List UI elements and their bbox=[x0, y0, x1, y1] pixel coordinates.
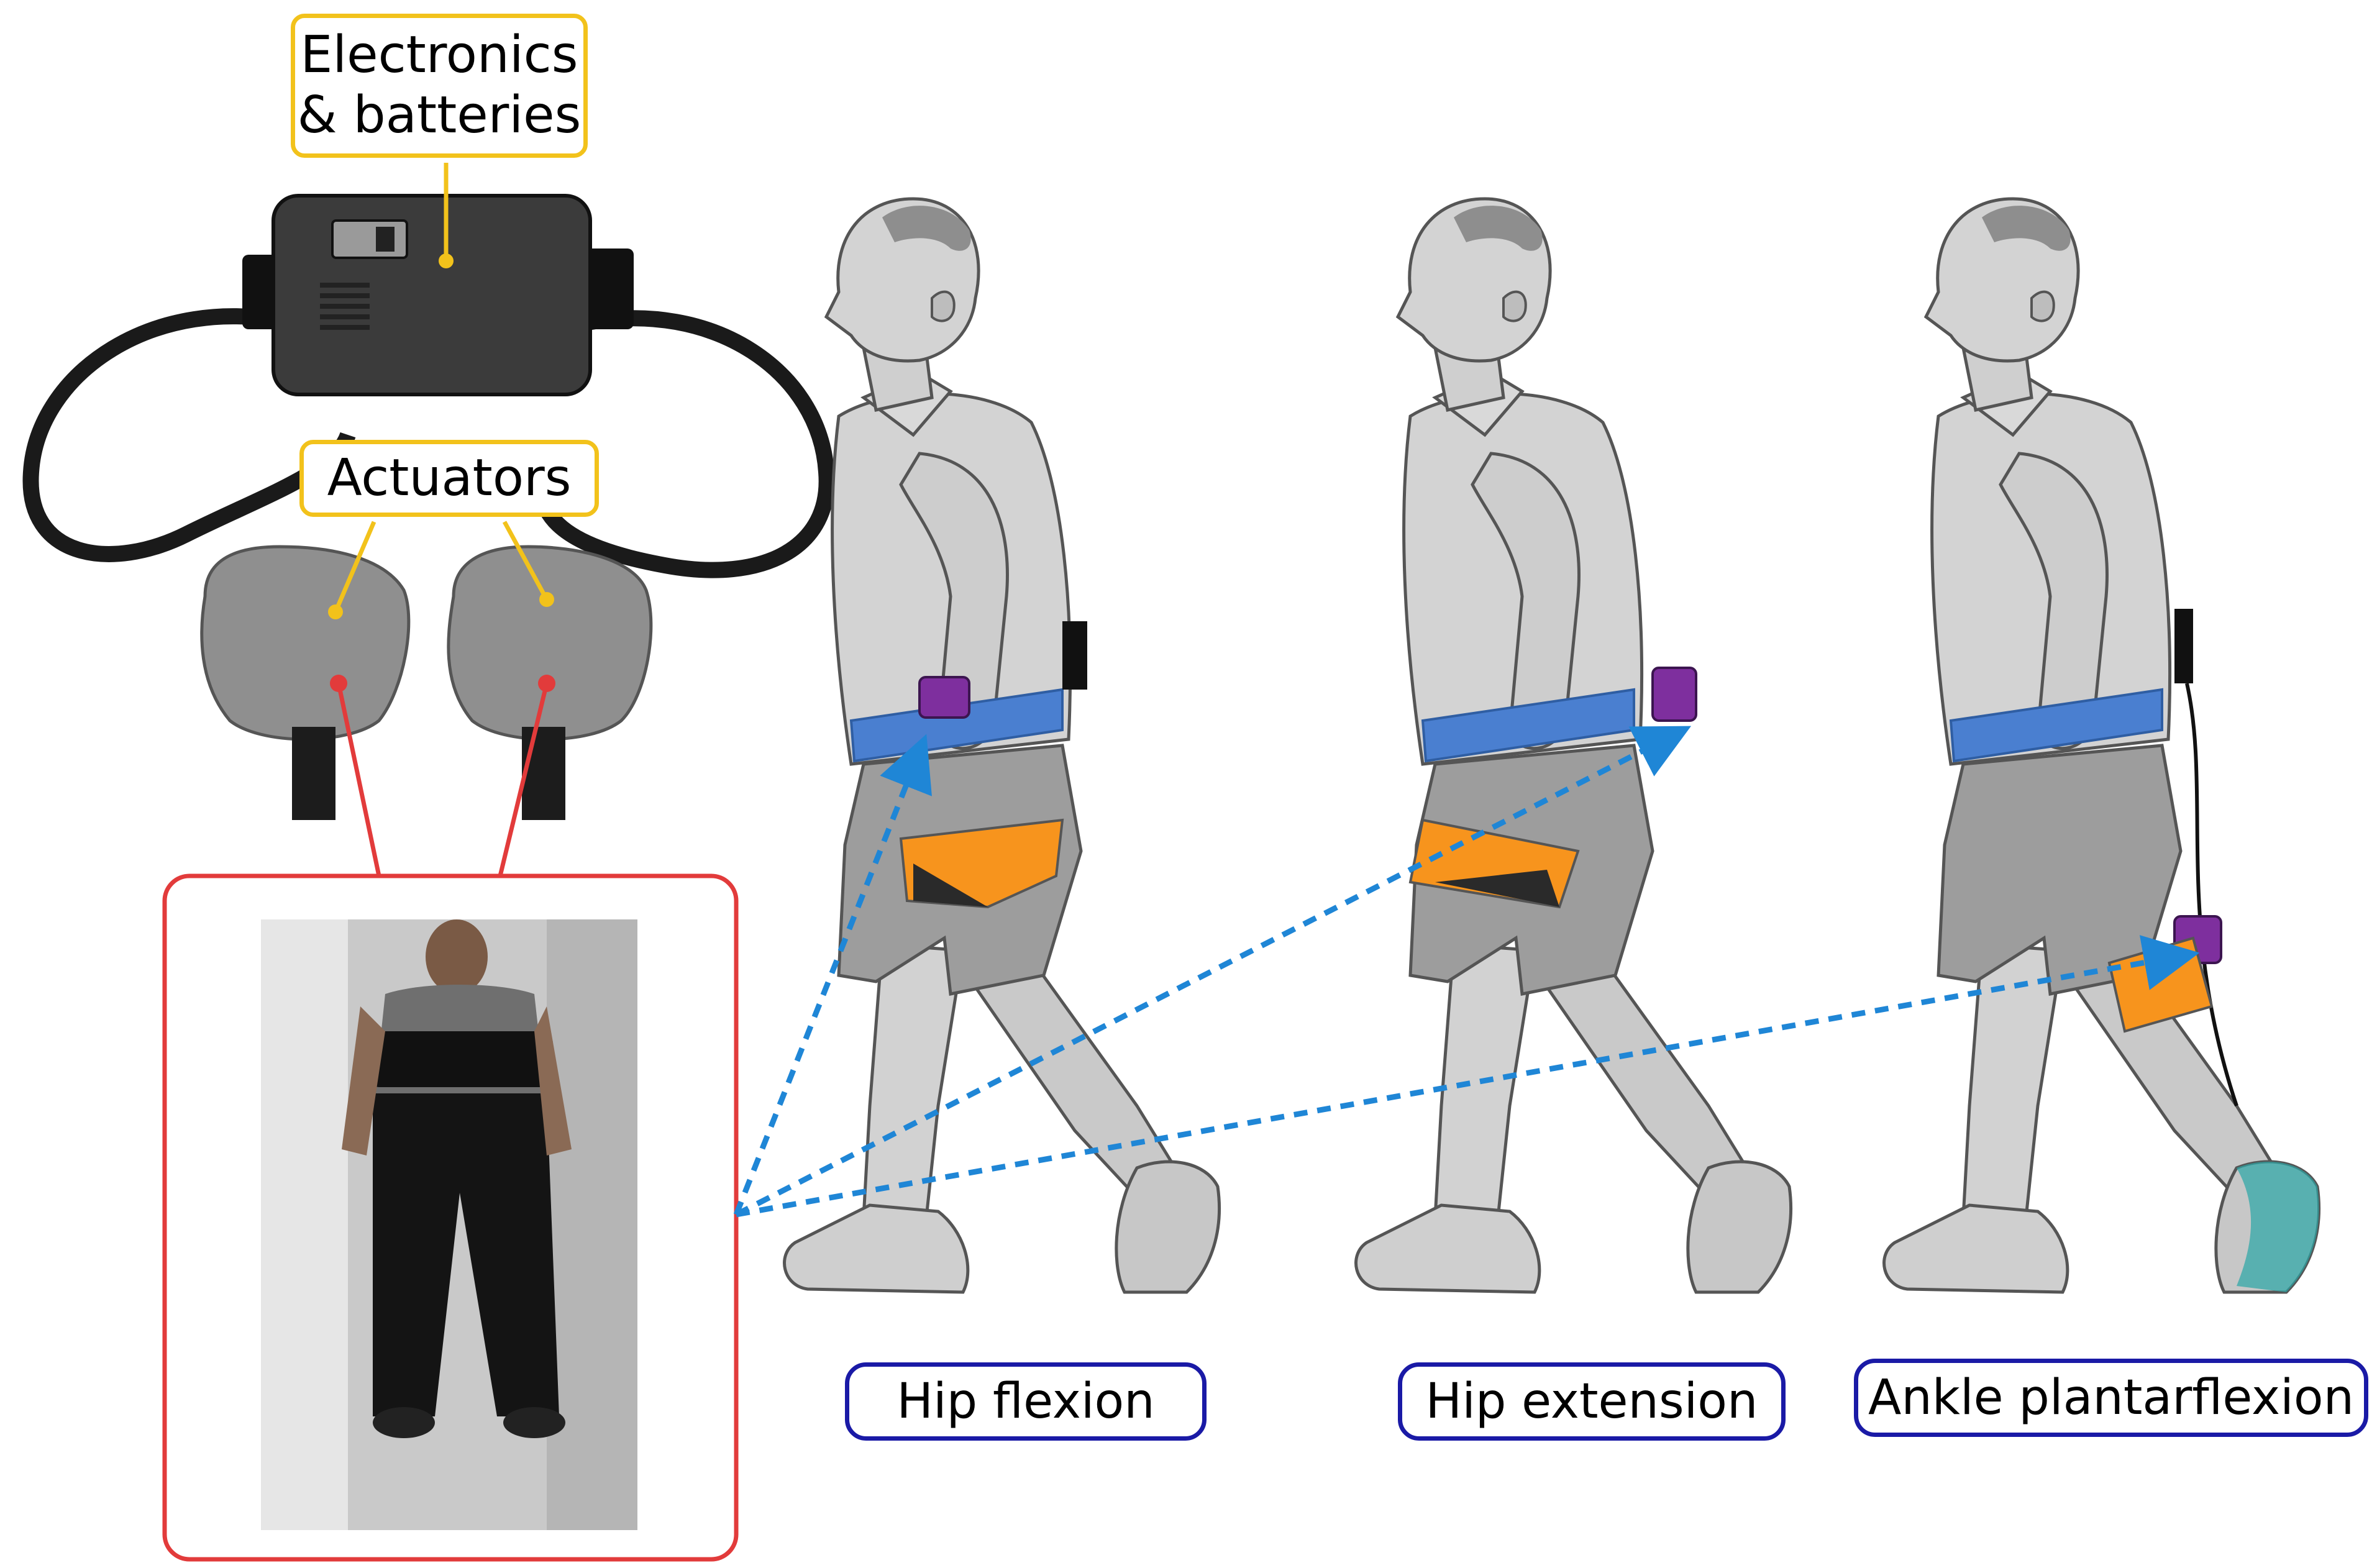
walker-ankle-plantarflexion bbox=[1884, 199, 2319, 1292]
person-photo-panel bbox=[165, 876, 736, 1559]
ankle-plantarflexion-text: Ankle plantarflexion bbox=[1868, 1369, 2354, 1426]
walker-hip-flexion bbox=[785, 199, 1220, 1292]
hip-flexion-label: Hip flexion bbox=[845, 1362, 1207, 1441]
ankle-plantarflexion-label: Ankle plantarflexion bbox=[1854, 1359, 2368, 1437]
electronics-batteries-text: Electronics & batteries bbox=[298, 25, 582, 146]
hip-extension-text: Hip extension bbox=[1426, 1373, 1758, 1430]
walker-hip-extension bbox=[1356, 199, 1791, 1292]
actuators-label: Actuators bbox=[299, 440, 599, 517]
electronics-box-icon bbox=[273, 196, 590, 394]
electronics-batteries-label: Electronics & batteries bbox=[291, 14, 588, 158]
actuators-text: Actuators bbox=[327, 449, 572, 509]
hip-flexion-text: Hip flexion bbox=[897, 1373, 1154, 1430]
actuator-left-icon bbox=[202, 547, 409, 820]
actuator-module-icon bbox=[1653, 668, 1696, 721]
actuator-module-icon bbox=[919, 677, 969, 718]
device-photo bbox=[30, 163, 826, 876]
hip-extension-label: Hip extension bbox=[1398, 1362, 1786, 1441]
